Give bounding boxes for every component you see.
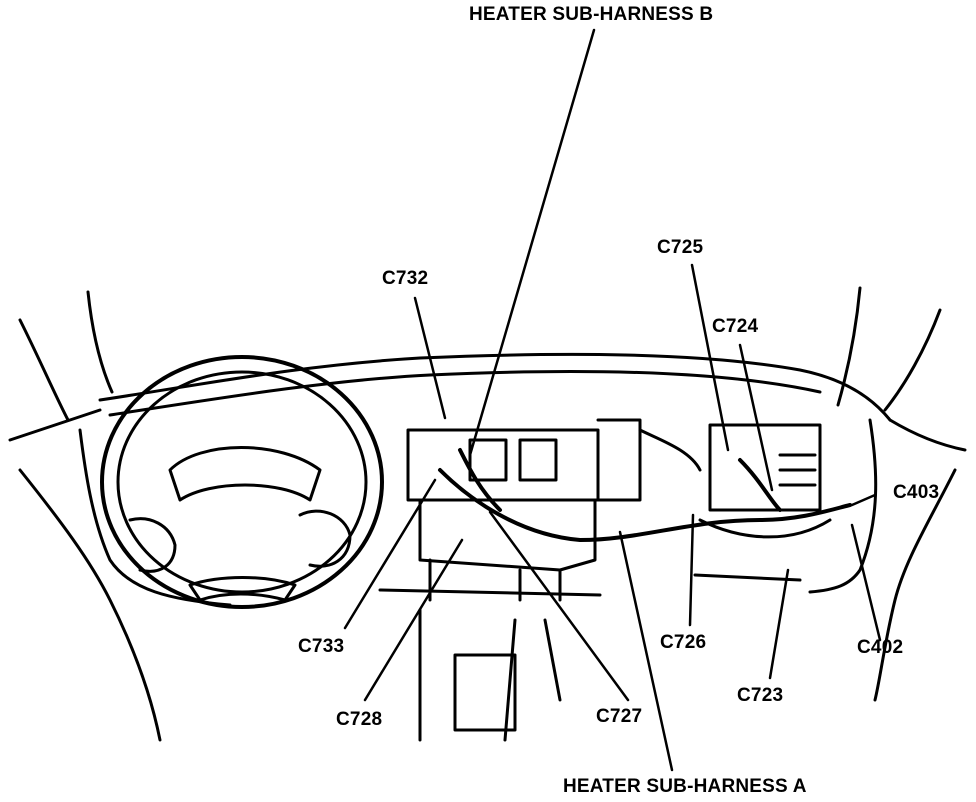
wiring-harness — [438, 448, 852, 542]
connector-c726-label: C726 — [660, 632, 707, 653]
connector-c732-label: C732 — [382, 268, 429, 289]
windshield-pillars — [18, 286, 942, 422]
blower-unit — [693, 423, 832, 582]
heater-sub-harness-b-label: HEATER SUB-HARNESS B — [469, 4, 714, 25]
connector-c725-label: C725 — [657, 237, 704, 258]
connector-c724-label: C724 — [712, 316, 759, 337]
steering-wheel — [100, 355, 384, 609]
heater-sub-harness-a-label: HEATER SUB-HARNESS A — [563, 776, 807, 797]
connector-c402-label: C402 — [857, 637, 904, 658]
connector-c403-label: C403 — [893, 482, 940, 503]
dashboard-outline — [8, 352, 967, 742]
connector-c727-label: C727 — [596, 706, 643, 727]
connector-c728-label: C728 — [336, 709, 383, 730]
connector-c723-label: C723 — [737, 685, 784, 706]
connector-c733-label: C733 — [298, 636, 345, 657]
leader-lines — [343, 28, 882, 772]
